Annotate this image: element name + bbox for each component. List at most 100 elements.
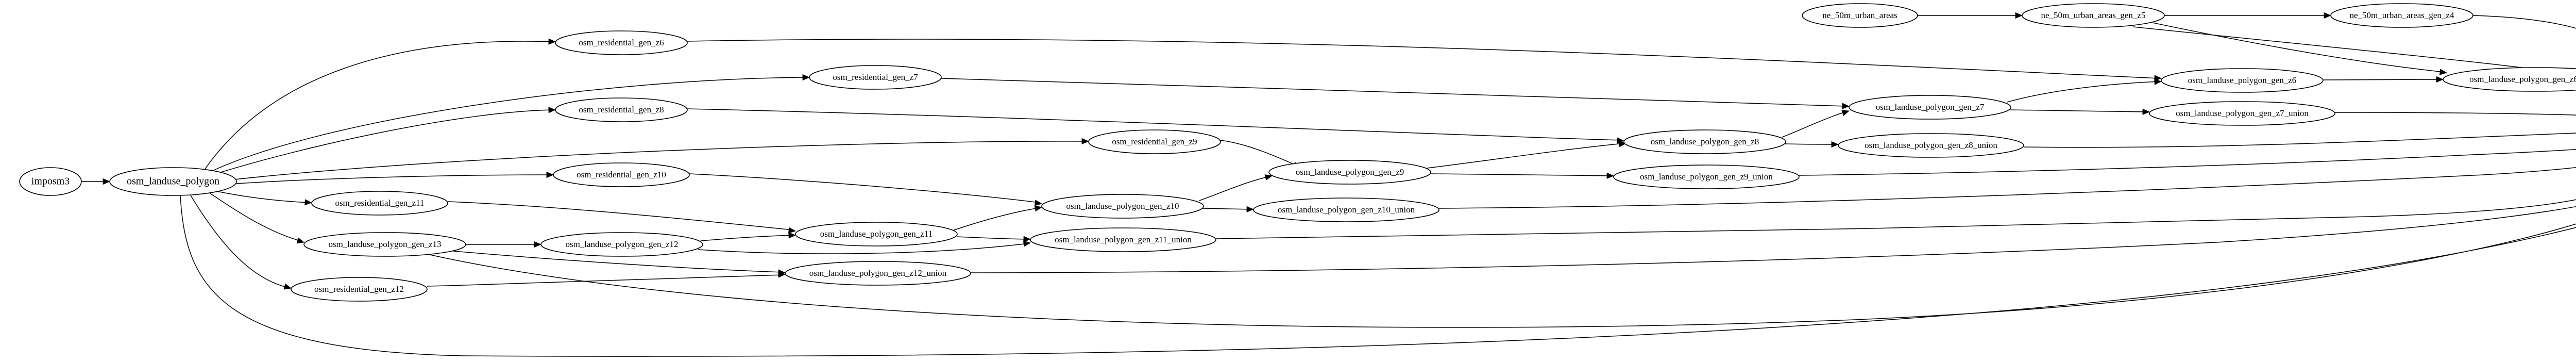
node-osm_landuse_polygon[interactable]: osm_landuse_polygon [109,167,237,196]
node-shape[interactable] [2443,67,2576,92]
edge-line [447,201,794,231]
edge-line [698,243,1029,254]
edge-landuse-to-res-z7 [206,74,810,174]
node-osm_landuse_polygon_gen_z11[interactable]: osm_landuse_polygon_gen_z11 [795,222,958,246]
arrowhead [2439,69,2448,75]
edge-res-z10-to-lp-z10 [689,173,1043,206]
arrowhead [283,283,292,290]
node-shape[interactable] [555,30,688,55]
edge-line [209,109,554,176]
edge-res-z11-to-lp-z11 [447,201,796,234]
arrowhead [802,74,810,81]
node-shape[interactable] [1623,129,1786,154]
node-osm_landuse_polygon_gen_z10_union[interactable]: osm_landuse_polygon_gen_z10_union [1253,198,1439,222]
node-osm_landuse_polygon_gen_z6_union[interactable]: osm_landuse_polygon_gen_z6_union [2443,67,2576,92]
edge-line [2334,112,2576,116]
node-shape[interactable] [2149,101,2335,126]
node-shape[interactable] [540,232,703,257]
node-label: osm_residential_gen_z9 [1112,137,1197,146]
node-osm_residential_gen_z8[interactable]: osm_residential_gen_z8 [555,97,688,122]
arrowhead [1841,110,1850,116]
node-ne_50m_urban_areas_gen_z4[interactable]: ne_50m_urban_areas_gen_z4 [2330,3,2473,28]
node-label: osm_landuse_polygon_gen_z12 [565,239,678,249]
edge-lp-z13-to-z13 [427,223,2576,328]
node-osm_residential_gen_z11[interactable]: osm_residential_gen_z11 [311,191,448,216]
edge-lp-z8-to-lp-z7 [1782,110,1850,138]
node-shape[interactable] [1268,160,1431,185]
arrowhead [1246,206,1255,212]
node-shape[interactable] [1802,3,1918,28]
node-osm_landuse_polygon_gen_z9[interactable]: osm_landuse_polygon_gen_z9 [1268,160,1431,185]
node-osm_residential_gen_z7[interactable]: osm_residential_gen_z7 [809,65,942,90]
edge-line [954,207,1040,231]
node-osm_residential_gen_z6[interactable]: osm_residential_gen_z6 [555,30,688,55]
node-shape[interactable] [19,167,82,196]
node-ne_50m_urban_areas_gen_z5[interactable]: ne_50m_urban_areas_gen_z5 [2022,3,2165,28]
node-shape[interactable] [1041,194,1204,219]
node-osm_landuse_polygon_gen_z10[interactable]: osm_landuse_polygon_gen_z10 [1041,194,1204,219]
edge-landuse-to-res-z6 [203,38,556,172]
edge-line [970,206,2576,273]
node-label: osm_landuse_polygon_gen_z7 [1876,102,1985,112]
edge-landuse-to-res-z10 [236,171,554,184]
arrowhead [1081,138,1090,145]
node-osm_landuse_polygon_gen_z6[interactable]: osm_landuse_polygon_gen_z6 [2161,68,2324,93]
arrowhead [534,241,542,248]
node-shape[interactable] [2022,3,2165,28]
edge-line [2472,15,2576,29]
node-osm_landuse_polygon_gen_z12_union[interactable]: osm_landuse_polygon_gen_z12_union [785,261,971,286]
node-shape[interactable] [291,277,428,302]
node-label: ne_50m_urban_areas_gen_z5 [2041,10,2146,20]
edge-lp-z10-to-lp-z9 [1199,174,1273,201]
node-shape[interactable] [311,191,448,216]
node-osm_landuse_polygon_gen_z7[interactable]: osm_landuse_polygon_gen_z7 [1849,95,2011,120]
node-shape[interactable] [553,162,690,187]
node-osm_landuse_polygon_gen_z7_union[interactable]: osm_landuse_polygon_gen_z7_union [2149,101,2335,126]
node-osm_landuse_polygon_gen_z11_union[interactable]: osm_landuse_polygon_gen_z11_union [1030,227,1216,252]
node-ne_50m_urban_areas[interactable]: ne_50m_urban_areas [1802,3,1918,28]
arrowhead [778,269,786,276]
edge-lp-z12-to-lp-z11 [700,232,796,241]
node-label: osm_landuse_polygon_gen_z8_union [1865,140,1997,150]
node-shape[interactable] [1030,227,1216,252]
node-shape[interactable] [2330,3,2473,28]
node-imposm3[interactable]: imposm3 [19,167,82,196]
node-label: osm_landuse_polygon_gen_z9_union [1640,172,1773,182]
node-osm_landuse_polygon_gen_z9_union[interactable]: osm_landuse_polygon_gen_z9_union [1613,164,1800,189]
node-osm_landuse_polygon_gen_z8[interactable]: osm_landuse_polygon_gen_z8 [1623,129,1786,154]
node-osm_landuse_polygon_gen_z8_union[interactable]: osm_landuse_polygon_gen_z8_union [1838,133,2024,158]
edge-line [1438,167,2576,209]
node-shape[interactable] [1838,133,2024,158]
edge-ne-z4-to-z4 [2472,15,2576,29]
node-osm_residential_gen_z12[interactable]: osm_residential_gen_z12 [291,277,428,302]
node-osm_landuse_polygon_gen_z13[interactable]: osm_landuse_polygon_gen_z13 [303,232,466,257]
edge-lp-z11-to-lp-z11u [956,236,1031,242]
node-osm_residential_gen_z10[interactable]: osm_residential_gen_z10 [553,162,690,187]
arrowhead [2154,78,2162,85]
node-shape[interactable] [1253,198,1439,222]
node-osm_residential_gen_z9[interactable]: osm_residential_gen_z9 [1088,129,1221,154]
arrowhead [788,227,796,234]
edge-lp-z7u-to-z7 [2334,112,2576,116]
edge-line [2023,133,2576,148]
node-shape[interactable] [2161,68,2324,93]
arrowhead [2324,12,2332,19]
node-shape[interactable] [785,261,971,286]
edge-line [687,108,1622,141]
edge-line [1782,111,1848,138]
node-shape[interactable] [109,167,237,196]
node-shape[interactable] [1613,164,1800,189]
node-shape[interactable] [1088,129,1221,154]
node-shape[interactable] [809,65,942,90]
arrowhead [1831,141,1839,148]
node-shape[interactable] [303,232,466,257]
edge-ne-z5-to-lp-z6u [2152,22,2448,75]
node-shape[interactable] [555,97,688,122]
node-shape[interactable] [795,222,958,246]
node-shape[interactable] [1849,95,2011,120]
arrowhead [2142,108,2150,115]
node-label: ne_50m_urban_areas [1822,10,1897,20]
node-label: osm_residential_gen_z8 [579,105,664,114]
node-osm_landuse_polygon_gen_z12[interactable]: osm_landuse_polygon_gen_z12 [540,232,703,257]
node-label: osm_residential_gen_z11 [335,198,424,208]
